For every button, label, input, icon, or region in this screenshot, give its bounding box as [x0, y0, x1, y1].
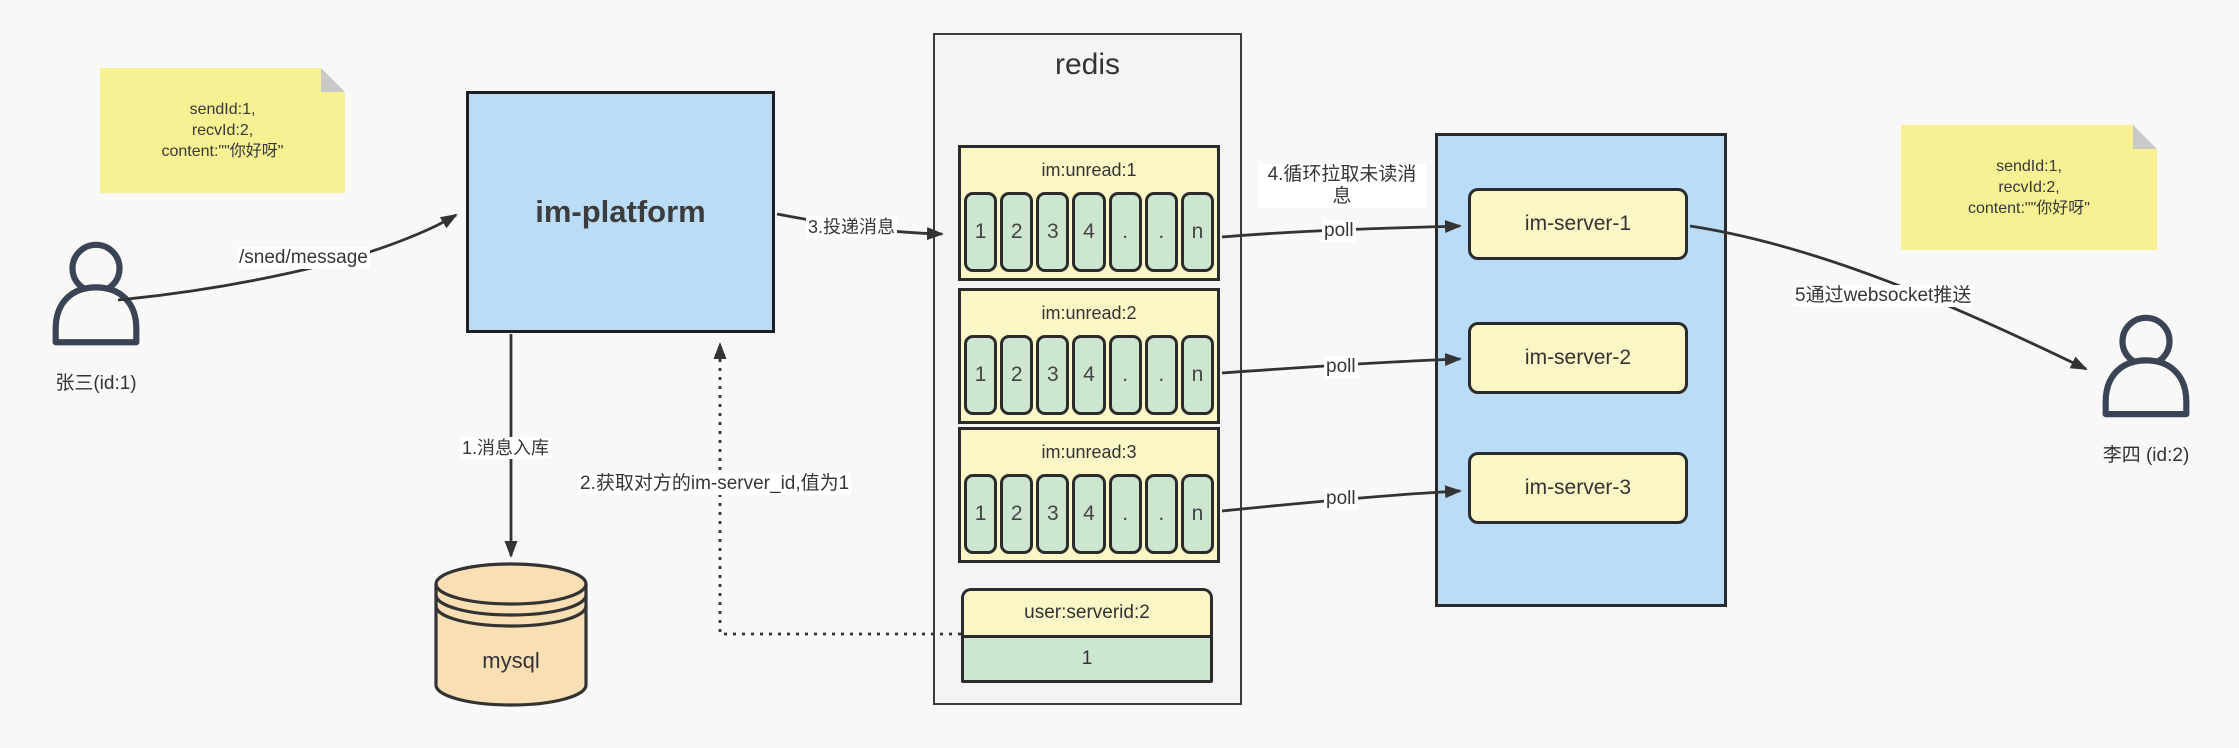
user-serverid-box: user:serverid:2 1: [961, 588, 1213, 683]
queue-cell: .: [1144, 335, 1178, 415]
im-server-2-box: im-server-2: [1468, 322, 1688, 394]
redis-queue-unread-3: im:unread:3 1 2 3 4 . . n: [958, 427, 1220, 563]
edge-label-poll-1: poll: [1322, 220, 1356, 242]
queue-cell: .: [1144, 474, 1178, 554]
queue-cell: 2: [1000, 335, 1034, 415]
edge-label-poll-2: poll: [1324, 356, 1358, 378]
queue-cell: 1: [964, 192, 998, 272]
queue-cell: 4: [1072, 474, 1106, 554]
im-server-3-box: im-server-3: [1468, 452, 1688, 524]
queue-cell: 4: [1072, 192, 1106, 272]
queue-cell: 1: [964, 335, 998, 415]
queue-cell: .: [1108, 335, 1142, 415]
queue-cell: 3: [1036, 335, 1070, 415]
queue-cell: 4: [1072, 335, 1106, 415]
edge-label-send: /sned/message: [237, 247, 370, 269]
mysql-label: mysql: [482, 648, 540, 673]
queue-cells: 1 2 3 4 . . n: [961, 335, 1217, 421]
queue-cell: 1: [964, 474, 998, 554]
receiver-label: 李四 (id:2): [2102, 445, 2190, 466]
note-line: recvId:2,: [191, 122, 254, 139]
redis-queue-unread-2: im:unread:2 1 2 3 4 . . n: [958, 288, 1220, 424]
edge-label-poll-3: poll: [1324, 488, 1358, 510]
queue-cells: 1 2 3 4 . . n: [961, 192, 1217, 278]
note-line: content:""你好呀": [1968, 200, 2090, 217]
queue-cell: 2: [1000, 474, 1034, 554]
mysql-database-icon: [434, 562, 588, 707]
queue-cell: 2: [1000, 192, 1034, 272]
queue-name: im:unread:2: [1041, 303, 1137, 323]
user-serverid-key: user:serverid:2: [964, 591, 1210, 638]
edge-label-deliver: 3.投递消息: [806, 216, 898, 238]
queue-cell: n: [1180, 192, 1214, 272]
user-serverid-value: 1: [964, 638, 1210, 680]
edge-label-push: 5通过websocket推送: [1793, 285, 1974, 307]
queue-cell: n: [1180, 474, 1214, 554]
user-icon-receiver: [2102, 314, 2190, 418]
im-platform-box: im-platform: [466, 91, 775, 333]
redis-queue-unread-1: im:unread:1 1 2 3 4 . . n: [958, 145, 1220, 281]
redis-title: redis: [1054, 48, 1121, 81]
im-server-1-box: im-server-1: [1468, 188, 1688, 260]
edge-label-store: 1.消息入库: [460, 437, 552, 459]
queue-cell: .: [1108, 192, 1142, 272]
note-line: sendId:1,: [1996, 158, 2062, 175]
user-icon-sender: [52, 241, 140, 346]
note-line: sendId:1,: [189, 101, 256, 118]
queue-cells: 1 2 3 4 . . n: [961, 474, 1217, 560]
queue-cell: 3: [1036, 192, 1070, 272]
sender-label: 张三(id:1): [55, 373, 137, 394]
queue-cell: n: [1180, 335, 1214, 415]
sticky-note-right: sendId:1, recvId:2, content:""你好呀": [1901, 125, 2157, 250]
queue-name: im:unread:3: [1041, 442, 1137, 462]
queue-cell: 3: [1036, 474, 1070, 554]
queue-cell: .: [1108, 474, 1142, 554]
edge-label-lookup: 2.获取对方的im-server_id,值为1: [578, 473, 852, 495]
queue-name: im:unread:1: [1041, 160, 1137, 180]
im-platform-label: im-platform: [535, 194, 706, 229]
note-line: content:""你好呀": [161, 143, 284, 160]
note-line: recvId:2,: [1998, 179, 2060, 196]
edge-label-poll-loop: 4.循环拉取未读消息: [1258, 164, 1426, 208]
sticky-note-left: sendId:1, recvId:2, content:""你好呀": [100, 68, 345, 193]
queue-cell: .: [1144, 192, 1178, 272]
